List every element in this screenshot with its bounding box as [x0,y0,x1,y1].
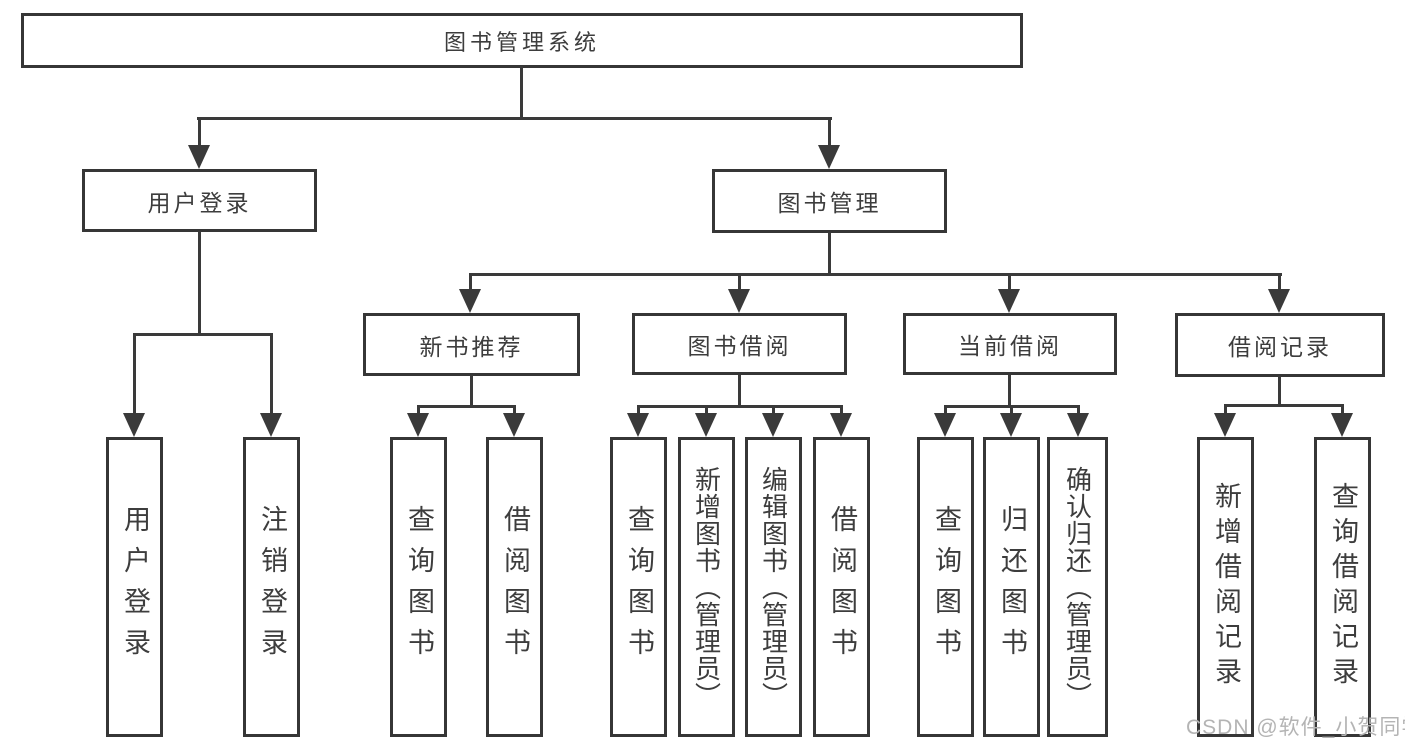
leaf-borrow-book: 借阅图书 [813,437,870,737]
leaf-borrow-query: 查询图书 [610,437,667,737]
leaf-return-book-label: 归还图书 [997,505,1027,669]
connector-stem-borrowrecord [1278,275,1281,291]
leaf-current-query-label: 查询图书 [931,505,961,669]
connector-stem-cb2 [1010,407,1013,415]
leaf-logout: 注销登录 [243,437,300,737]
connector-stem-login-leaf [133,335,136,415]
leaf-add-borrow-record-label: 新增借阅记录 [1211,482,1241,692]
leaf-confirm-return-admin: 确认归还（管理员） [1047,437,1108,737]
leaf-newbook-borrow: 借阅图书 [486,437,543,737]
node-root-label: 图书管理系统 [443,29,600,55]
arrowhead-nb2 [503,413,525,437]
arrowhead-br2 [1331,413,1353,437]
arrowhead-logout-leaf [260,413,282,437]
node-current-borrow-label: 当前借阅 [958,333,1062,359]
arrowhead-br1 [1214,413,1236,437]
connector-stem-mgmt [828,118,831,146]
connector-current-rail [944,405,1080,408]
leaf-current-query: 查询图书 [917,437,974,737]
node-current-borrow: 当前借阅 [903,313,1117,375]
connector-root-drop [520,66,523,119]
connector-l3-rail [469,273,1282,276]
arrowhead-nb1 [407,413,429,437]
connector-stem-bb3 [772,407,775,415]
leaf-user-login-label: 用户登录 [120,505,150,669]
leaf-query-borrow-record-label: 查询借阅记录 [1328,482,1358,692]
leaf-confirm-return-admin-label: 确认归还（管理员） [1062,465,1093,709]
arrowhead-book-mgmt [818,145,840,169]
leaf-borrow-query-label: 查询图书 [624,505,654,669]
connector-stem-bb2 [705,407,708,415]
arrowhead-cb1 [934,413,956,437]
leaf-return-book: 归还图书 [983,437,1040,737]
connector-user-rail [133,333,273,336]
connector-newbook-rail [417,405,516,408]
arrowhead-bb1 [627,413,649,437]
connector-stem-currentborrow [1008,275,1011,291]
leaf-logout-label: 注销登录 [257,505,287,669]
node-root: 图书管理系统 [21,13,1023,68]
connector-current-drop [1008,375,1011,408]
arrowhead-login-leaf [123,413,145,437]
node-borrow-record-label: 借阅记录 [1228,334,1332,360]
connector-stem-user [198,118,201,146]
node-user-login: 用户登录 [82,169,317,232]
connector-user-drop [198,231,201,336]
connector-record-drop [1278,376,1281,407]
node-borrow-record: 借阅记录 [1175,313,1385,377]
node-new-book-recommend: 新书推荐 [363,313,580,376]
leaf-edit-book-admin-label: 编辑图书（管理员） [758,465,789,709]
connector-stem-nb1 [417,407,420,415]
connector-stem-bb4 [840,407,843,415]
node-book-management-label: 图书管理 [777,190,882,216]
connector-l2-rail [197,117,832,120]
leaf-user-login: 用户登录 [106,437,163,737]
connector-bookborrow-drop [738,375,741,408]
leaf-newbook-borrow-label: 借阅图书 [500,505,530,669]
leaf-add-book-admin-label: 新增图书（管理员） [691,465,722,709]
arrowhead-cb2 [1000,413,1022,437]
connector-stem-br2 [1341,406,1344,415]
node-book-management: 图书管理 [712,169,947,233]
node-book-borrow-label: 图书借阅 [687,333,792,359]
connector-stem-br1 [1224,406,1227,415]
node-user-login-label: 用户登录 [147,189,252,216]
node-new-book-recommend-label: 新书推荐 [419,333,524,360]
connector-stem-bb1 [637,407,640,415]
connector-stem-nb2 [513,407,516,415]
node-book-borrow: 图书借阅 [632,313,847,375]
connector-stem-bookborrow [738,275,741,291]
leaf-borrow-book-label: 借阅图书 [827,505,857,669]
arrowhead-cb3 [1067,413,1089,437]
arrowhead-bb4 [830,413,852,437]
connector-bookborrow-rail [637,405,843,408]
connector-stem-cb1 [944,407,947,415]
connector-newbook-drop [470,375,473,408]
leaf-add-borrow-record: 新增借阅记录 [1197,437,1254,737]
leaf-newbook-query: 查询图书 [390,437,447,737]
connector-stem-newbook [469,275,472,291]
arrowhead-currentborrow [998,289,1020,313]
csdn-watermark: CSDN @软件_小贺同学 [1186,716,1405,739]
leaf-add-book-admin: 新增图书（管理员） [678,437,735,737]
arrowhead-borrowrecord [1268,289,1290,313]
arrowhead-newbook [459,289,481,313]
connector-record-rail [1224,404,1344,407]
connector-mgmt-drop [828,232,831,275]
leaf-query-borrow-record: 查询借阅记录 [1314,437,1371,737]
leaf-newbook-query-label: 查询图书 [404,505,434,669]
arrowhead-user-login [188,145,210,169]
arrowhead-bb3 [762,413,784,437]
leaf-edit-book-admin: 编辑图书（管理员） [745,437,802,737]
connector-stem-cb3 [1077,407,1080,415]
arrowhead-bb2 [695,413,717,437]
connector-stem-logout-leaf [270,335,273,415]
arrowhead-bookborrow [728,289,750,313]
